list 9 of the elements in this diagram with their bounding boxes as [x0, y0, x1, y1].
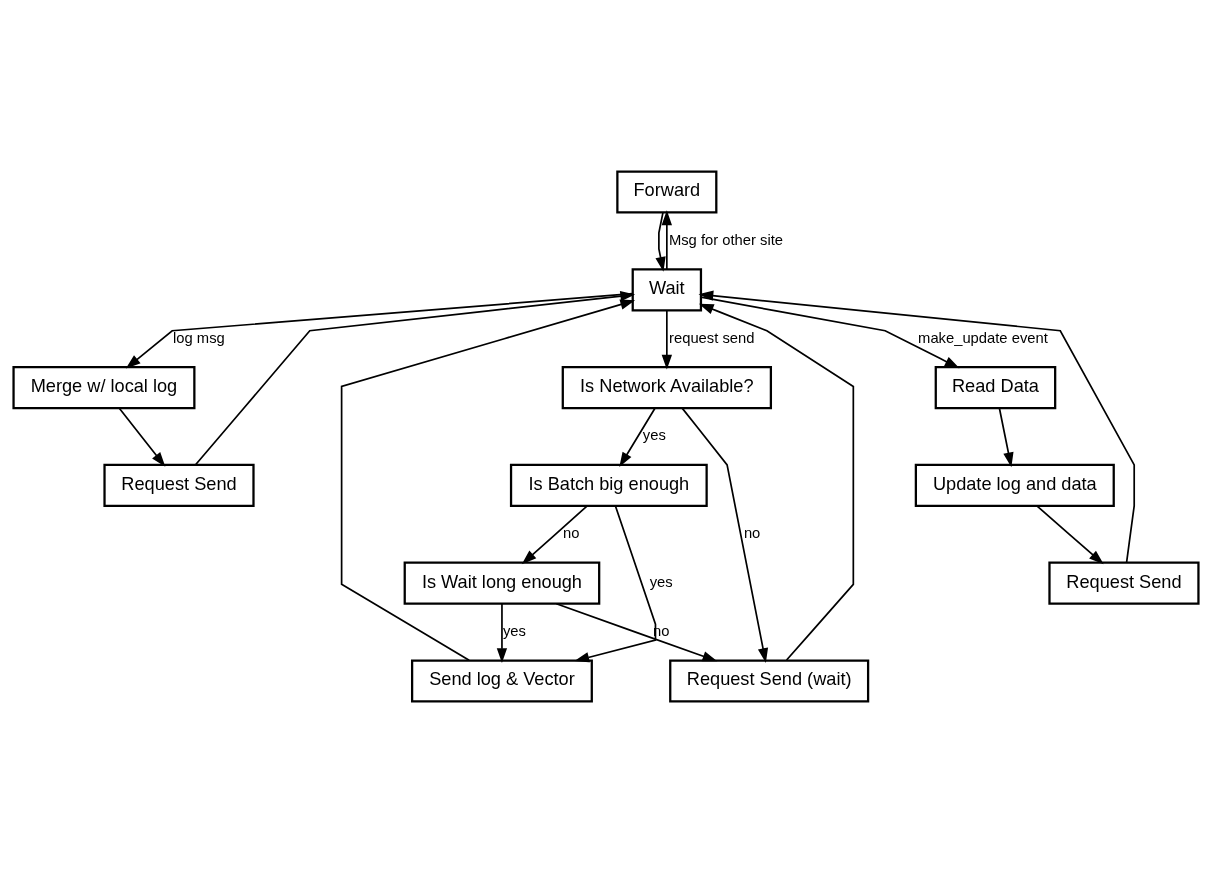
edge-label: yes [649, 574, 673, 591]
edge-label: log msg [173, 329, 225, 346]
edge-label: Msg for other site [668, 231, 784, 248]
edge-label: no [563, 525, 580, 542]
edge-label: make_update event [918, 329, 1048, 346]
edge-label: request send [669, 329, 755, 346]
edge-label: yes [642, 427, 666, 444]
edge-label: yes [502, 622, 526, 639]
edge-label: no [743, 525, 761, 542]
